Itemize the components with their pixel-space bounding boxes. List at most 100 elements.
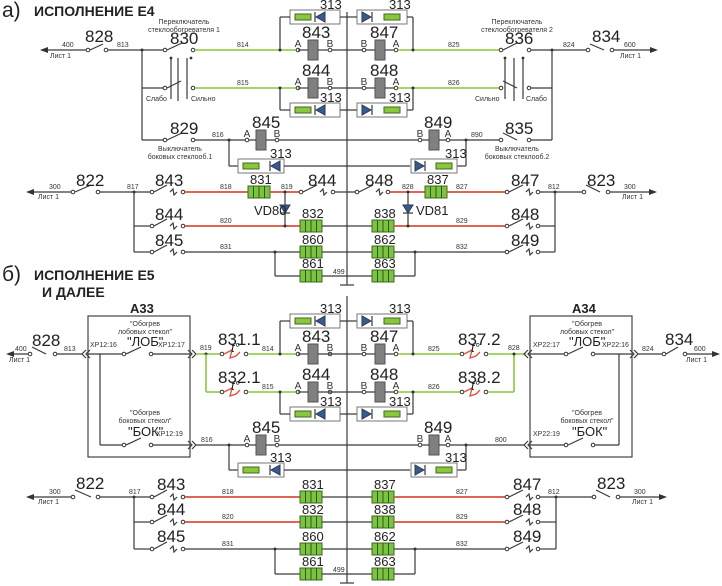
svg-text:Сильно: Сильно [191, 96, 216, 103]
svg-text:XP22:19: XP22:19 [533, 431, 560, 438]
svg-text:A: A [295, 77, 302, 88]
svg-text:A: A [295, 381, 302, 392]
svg-text:843: 843 [155, 171, 183, 190]
svg-text:831: 831 [222, 541, 234, 548]
svg-text:"Обогрев: "Обогрев [572, 409, 602, 417]
relay-849 [428, 129, 440, 151]
svg-text:847: 847 [513, 475, 541, 494]
svg-text:837: 837 [427, 172, 449, 187]
sheet-link-right: Лист 1 [620, 53, 641, 60]
svg-text:VD81: VD81 [416, 203, 449, 218]
svg-text:813: 813 [64, 346, 76, 353]
svg-text:стеклообогревателя 1: стеклообогревателя 1 [148, 26, 220, 34]
row-a-front-1: 400 Лист 1 828 813 830 Переключатель сте… [40, 19, 364, 60]
svg-text:829: 829 [456, 514, 468, 521]
svg-text:t°: t° [231, 340, 240, 355]
svg-text:A: A [295, 39, 302, 50]
svg-text:823: 823 [597, 474, 625, 493]
relays-b-front: 843 A B 847 B A 844 A B 848 B A 313 [279, 301, 414, 422]
svg-text:848: 848 [370, 61, 398, 80]
svg-text:890: 890 [471, 132, 483, 139]
svg-text:400: 400 [15, 346, 27, 353]
svg-text:849: 849 [424, 418, 452, 437]
arrow-right-icon [649, 189, 657, 195]
svg-text:832: 832 [302, 206, 324, 221]
svg-text:837.2: 837.2 [458, 330, 501, 349]
row-b-front-right: 825 826 t° 837.2 t° 838.2 828 [398, 330, 526, 397]
svg-text:300: 300 [624, 184, 636, 191]
svg-text:313: 313 [270, 450, 292, 465]
row-a-side: 829 Выключатель боковых стеклооб.1 816 8… [142, 113, 552, 174]
row-a-heaters-1: 300 Лист 1 822 817 843 818 831 819 VD80 … [26, 171, 657, 252]
arrow-left-icon [40, 47, 48, 53]
svg-text:827: 827 [456, 489, 468, 496]
svg-text:313: 313 [389, 394, 411, 409]
svg-text:826: 826 [428, 384, 440, 391]
svg-text:837: 837 [374, 477, 396, 492]
svg-text:A: A [295, 343, 302, 354]
svg-text:Выключатель: Выключатель [158, 146, 202, 153]
svg-text:817: 817 [129, 489, 141, 496]
relays-a-front: 843 A B 847 B A 844 A B 848 B A [295, 23, 400, 99]
switch-828-blade [89, 43, 104, 51]
svg-text:боковых стеклооб.1: боковых стеклооб.1 [148, 153, 213, 161]
svg-text:828: 828 [402, 184, 414, 191]
svg-text:313: 313 [389, 301, 411, 316]
svg-text:828: 828 [32, 331, 60, 350]
svg-text:A34: A34 [572, 301, 597, 316]
svg-text:862: 862 [374, 232, 396, 247]
svg-text:813: 813 [117, 42, 129, 49]
switch-834-label: 834 [592, 27, 620, 46]
svg-text:Лист 1: Лист 1 [686, 357, 707, 364]
svg-text:812: 812 [548, 489, 560, 496]
svg-text:848: 848 [513, 500, 541, 519]
svg-text:"Обогрев: "Обогрев [130, 409, 160, 417]
arrow-right-icon [659, 494, 667, 500]
svg-text:816: 816 [201, 437, 213, 444]
svg-text:849: 849 [424, 113, 452, 132]
svg-text:Лист 1: Лист 1 [632, 499, 653, 506]
svg-text:B: B [361, 77, 368, 88]
svg-text:300: 300 [634, 489, 646, 496]
svg-text:826: 826 [448, 80, 460, 87]
svg-text:B: B [274, 434, 281, 445]
section-b-title-2: И ДАЛЕЕ [42, 284, 105, 300]
svg-text:828: 828 [508, 345, 520, 352]
svg-text:838.2: 838.2 [458, 368, 501, 387]
svg-text:XP22:17: XP22:17 [533, 342, 560, 349]
svg-text:B: B [327, 343, 334, 354]
svg-text:848: 848 [511, 205, 539, 224]
svg-text:834: 834 [665, 330, 693, 349]
section-a-title: ИСПОЛНЕНИЕ E4 [34, 3, 155, 19]
svg-text:"Обогрев: "Обогрев [130, 320, 160, 328]
svg-text:t°: t° [471, 378, 480, 393]
svg-text:845: 845 [252, 418, 280, 437]
svg-text:313: 313 [389, 90, 411, 105]
svg-text:499: 499 [333, 269, 345, 276]
sheet-link-left: Лист 1 [50, 53, 71, 60]
svg-text:860: 860 [302, 529, 324, 544]
switch-829-label: 829 [170, 119, 198, 138]
svg-text:831.1: 831.1 [218, 330, 261, 349]
svg-text:861: 861 [302, 554, 324, 569]
svg-text:820: 820 [222, 514, 234, 521]
row-a-front-2: Слабо Сильно 815 [141, 50, 364, 140]
svg-text:843: 843 [302, 327, 330, 346]
diode-vd81 [402, 204, 414, 214]
svg-text:B: B [417, 434, 424, 445]
row-b-front-feed: 400 Лист 1 828 813 [6, 331, 82, 364]
svg-text:849: 849 [511, 231, 539, 250]
svg-text:313: 313 [320, 301, 342, 316]
svg-text:600: 600 [694, 346, 706, 353]
switch-836-label: 836 [505, 29, 533, 48]
svg-text:400: 400 [62, 42, 74, 49]
svg-text:300: 300 [49, 489, 61, 496]
svg-text:"БОК": "БОК" [128, 424, 164, 439]
svg-text:"ЛОБ": "ЛОБ" [127, 334, 164, 349]
svg-text:844: 844 [157, 500, 185, 519]
svg-text:Лист 1: Лист 1 [622, 194, 643, 201]
svg-text:Слабо: Слабо [146, 95, 167, 103]
svg-text:Выключатель: Выключатель [495, 146, 539, 153]
block-a34: A34 "Обогрев лобовых стекол" "ЛОБ" XP22:… [523, 301, 639, 458]
svg-text:t°: t° [231, 378, 240, 393]
